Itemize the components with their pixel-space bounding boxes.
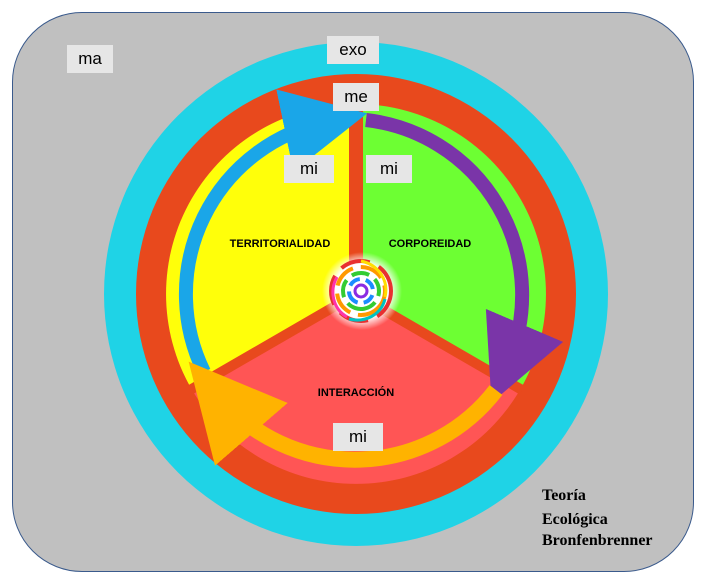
title-line-3: Bronfenbrenner (542, 532, 653, 549)
territorialidad-label: TERRITORIALIDAD (230, 238, 331, 250)
interaccion-label: INTERACCIÓN (318, 386, 394, 399)
purple-arrow (365, 113, 564, 403)
exo-label: exo (327, 36, 379, 64)
spiral-icon (322, 252, 402, 330)
blue-arrow (178, 89, 368, 376)
corporeidad-label: CORPOREIDAD (389, 238, 472, 250)
orange-arrow (188, 361, 503, 468)
meso-label: me (333, 83, 379, 111)
title-line-1: Teoría (542, 487, 586, 504)
micro-bottom-label: mi (333, 423, 383, 451)
title-line-2: Ecológica (542, 511, 608, 528)
micro-left-label: mi (284, 155, 334, 183)
micro-right-label: mi (366, 155, 412, 183)
macro-label: ma (67, 45, 113, 73)
